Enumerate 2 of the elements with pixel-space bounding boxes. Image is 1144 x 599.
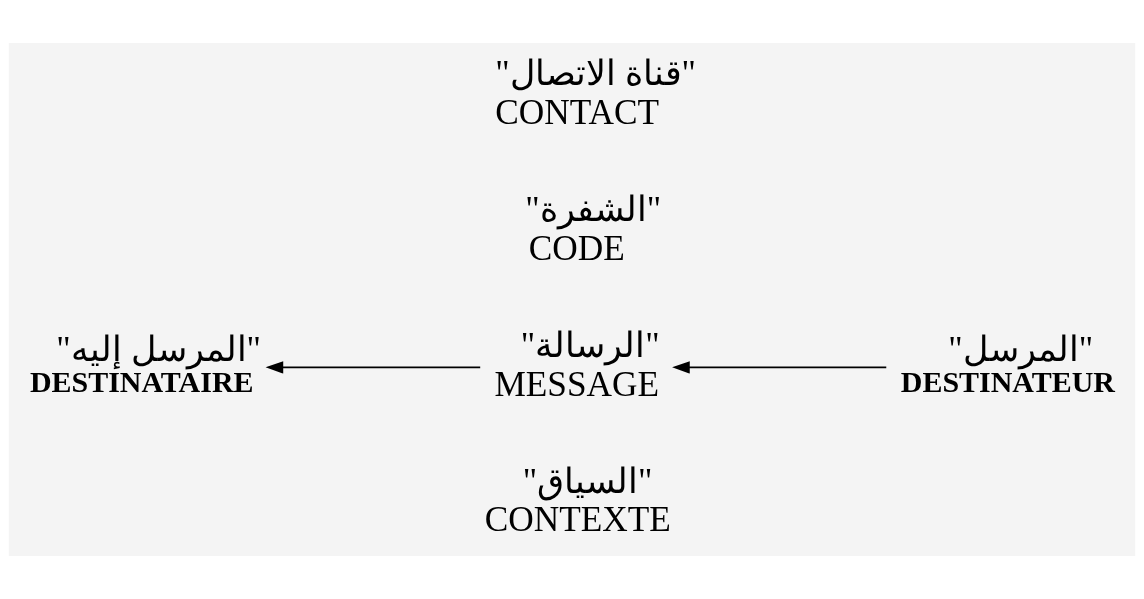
arrow [672, 361, 888, 374]
arrow [265, 361, 482, 374]
